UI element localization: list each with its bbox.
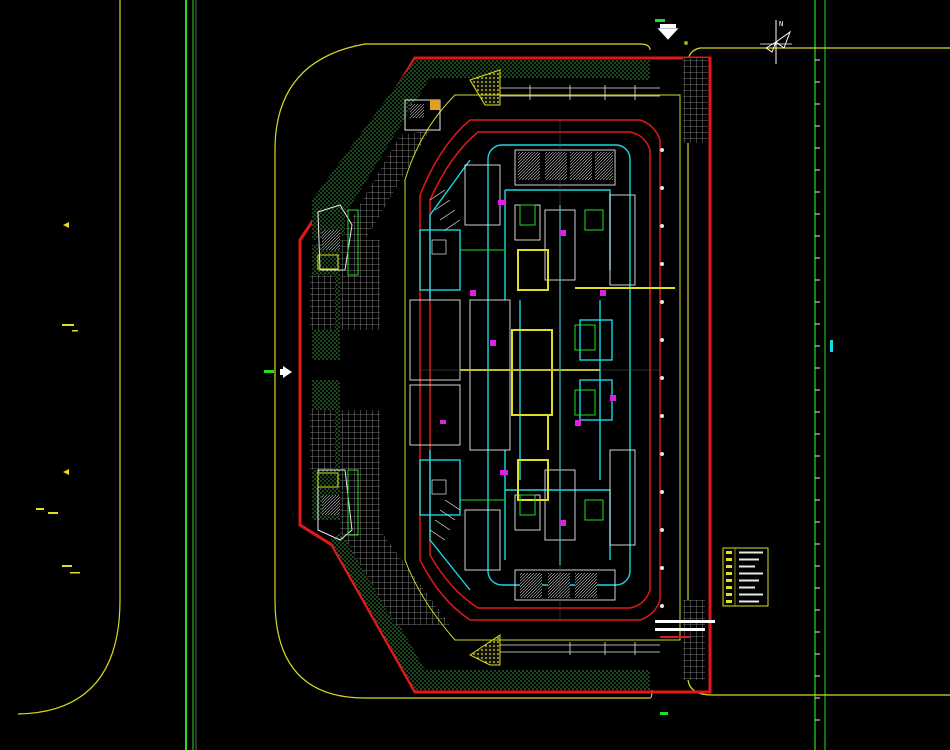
column-marker <box>660 338 664 342</box>
planter-bottom <box>469 634 501 666</box>
north-core <box>404 99 441 131</box>
column-marker <box>660 224 664 228</box>
legend-text-line <box>739 558 759 561</box>
equipment-blocks <box>440 200 616 526</box>
legend-swatch <box>726 579 732 582</box>
corridor-lines <box>419 144 631 591</box>
column-marker <box>660 604 664 608</box>
room-walls <box>409 149 636 601</box>
column-marker <box>660 490 664 494</box>
column-marker <box>660 452 664 456</box>
legend-text-line <box>739 572 763 575</box>
road-lines <box>185 0 826 750</box>
down-arrow-icon <box>656 27 680 41</box>
building-red-outlines <box>419 119 661 621</box>
central-spine <box>460 249 675 501</box>
column-marker <box>660 376 664 380</box>
column-marker <box>660 300 664 304</box>
legend-swatch <box>726 551 732 554</box>
column-markers <box>660 148 664 608</box>
column-marker <box>660 186 664 190</box>
column-marker <box>660 528 664 532</box>
section-markers <box>655 620 715 638</box>
legend-text-line <box>739 600 759 603</box>
column-marker <box>660 262 664 266</box>
road-chainage-ticks <box>815 59 820 721</box>
north-arrow[interactable]: N <box>760 20 792 64</box>
column-marker <box>660 414 664 418</box>
north-arrow-icon <box>765 30 792 53</box>
column-marker <box>660 566 664 570</box>
legend-swatch <box>726 558 732 561</box>
north-label: N <box>779 20 783 28</box>
green-markers <box>264 19 833 715</box>
legend-table <box>722 547 769 607</box>
left-annotations <box>36 222 80 574</box>
service-lines <box>500 85 660 655</box>
legend-text-line <box>739 579 759 582</box>
legend-text-line <box>739 586 755 589</box>
angled-stalls <box>429 189 461 541</box>
legend-swatch <box>726 593 732 596</box>
legend-swatch <box>726 565 732 568</box>
entrance-arrow-top <box>656 24 680 41</box>
right-arrow-icon <box>283 366 292 378</box>
building-outline <box>404 94 681 641</box>
green-accents <box>460 204 604 521</box>
parking-stalls <box>518 152 613 598</box>
paved-areas <box>310 58 708 680</box>
legend-swatch <box>726 572 732 575</box>
entrance-arrow-west <box>280 366 292 378</box>
column-grid <box>420 120 660 620</box>
column-marker <box>660 148 664 152</box>
planter-top <box>469 69 501 106</box>
legend-text-line <box>739 551 763 554</box>
legend-swatch <box>726 600 732 603</box>
legend-swatch <box>726 586 732 589</box>
west-stair-cores <box>317 204 359 541</box>
legend-text-line <box>739 565 755 568</box>
legend-text-line <box>739 593 763 596</box>
road-edge-lines <box>17 0 950 715</box>
